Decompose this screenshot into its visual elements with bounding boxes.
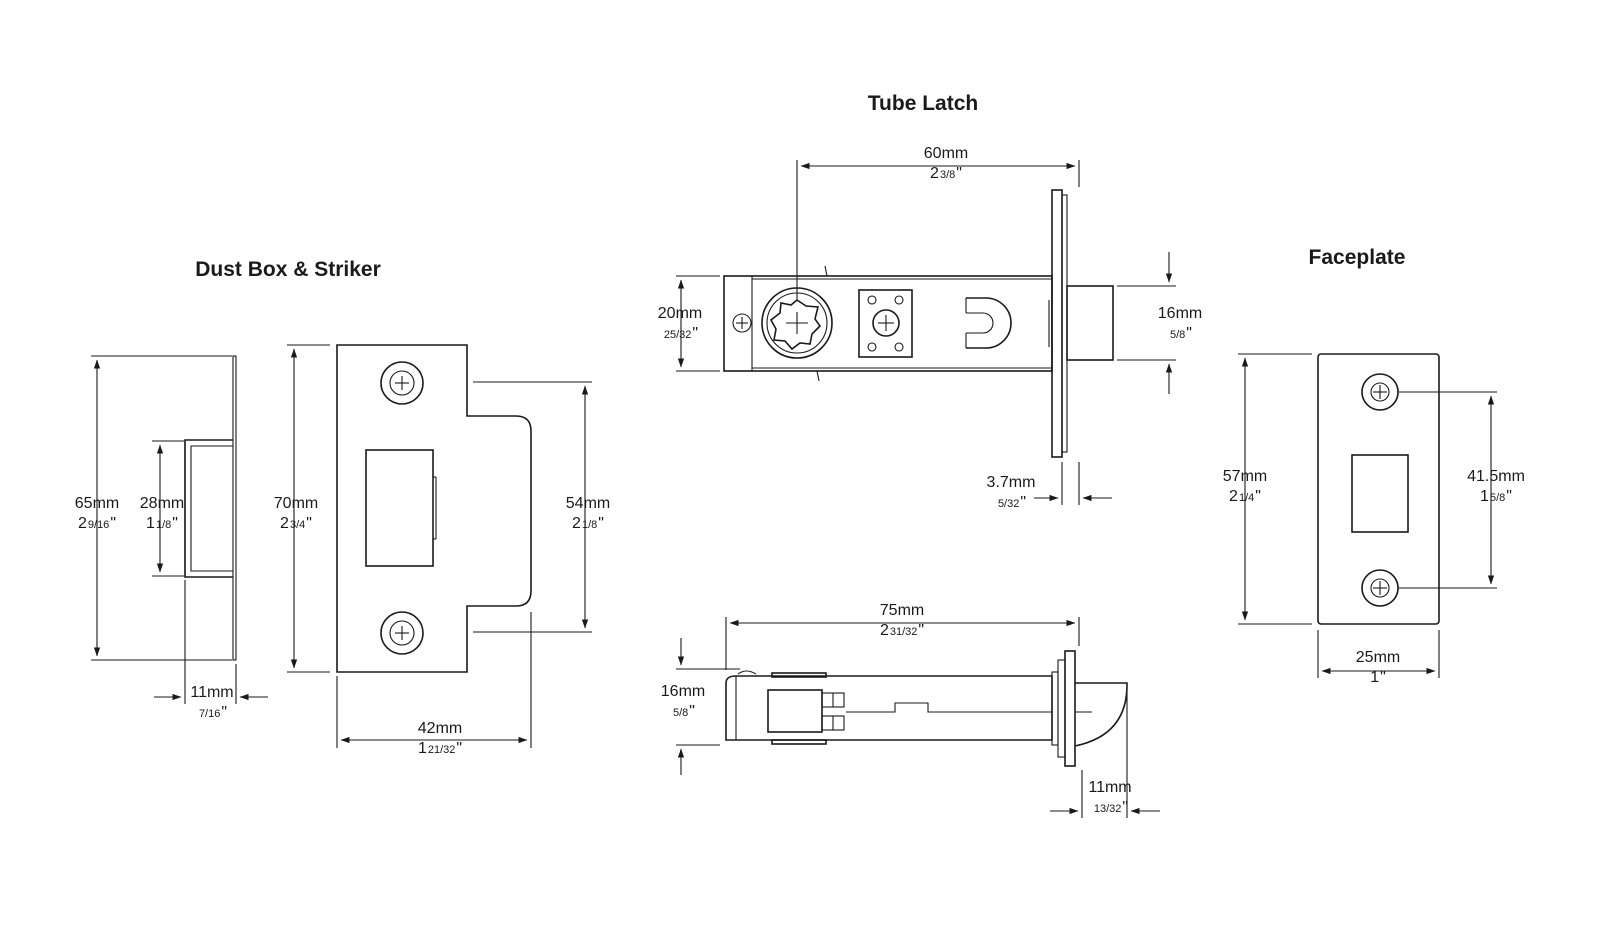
dim-label-mm: 41.5mm (1467, 468, 1525, 485)
dim-dust-box-height (91, 355, 232, 661)
dim-label-inch: 23/8" (930, 165, 962, 182)
dim-label-mm: 65mm (75, 495, 119, 512)
dim-label-mm: 3.7mm (987, 474, 1036, 491)
faceplate (1317, 353, 1440, 625)
dim-tube-latch-body (676, 275, 720, 372)
dim-label-mm: 75mm (880, 602, 924, 619)
dim-label-inch: 15/8" (1480, 488, 1512, 505)
dim-label-mm: 42mm (418, 720, 462, 737)
dim-faceplate-height (1238, 353, 1312, 625)
dim-tube-latch-length (725, 617, 1080, 670)
dim-tube-latch-plate (1034, 462, 1112, 505)
dim-label-mm: 16mm (1158, 305, 1202, 322)
dim-label-mm: 20mm (658, 305, 702, 322)
dimension-labels: 65mm 29/16" 28mm 11/8" 11mm 7/16" 70mm 23/4" 54m… (75, 145, 1525, 816)
dim-label-inch: 5/32" (998, 494, 1026, 511)
title-tube-latch: Tube Latch (868, 92, 978, 115)
dim-label-inch: 231/32" (880, 622, 924, 639)
dim-tube-latch-side-height (676, 638, 740, 775)
dim-label-inch: 21/4" (1229, 488, 1261, 505)
tube-latch-top-view (723, 189, 1114, 458)
dim-dust-box-depth (152, 440, 184, 577)
dim-label-inch: 11/8" (146, 515, 178, 532)
screw-icon (732, 313, 752, 333)
dim-label-inch: 23/4" (280, 515, 312, 532)
dim-label-inch: 29/16" (78, 515, 116, 532)
dim-faceplate-centres (1398, 391, 1497, 589)
dim-label-inch: 13/32" (1094, 799, 1128, 816)
title-dust-box-striker: Dust Box & Striker (195, 258, 381, 281)
dim-label-mm: 54mm (566, 495, 610, 512)
dim-label-mm: 28mm (140, 495, 184, 512)
dim-label-mm: 25mm (1356, 649, 1400, 666)
dim-striker-inner (473, 381, 592, 633)
striker-plate (336, 344, 532, 673)
screw-icon (1361, 373, 1399, 411)
dim-label-inch: 25/32" (664, 325, 698, 342)
dim-label-mm: 16mm (661, 683, 705, 700)
dim-label-mm: 60mm (924, 145, 968, 162)
dust-box-profile (184, 355, 237, 661)
screw-icon (1361, 569, 1399, 607)
screw-icon (380, 361, 424, 405)
follower-icon (867, 295, 904, 352)
dim-tube-latch-backset (796, 160, 1080, 300)
dim-label-inch: 1" (1370, 669, 1386, 686)
dim-label-mm: 70mm (274, 495, 318, 512)
dim-label-mm: 57mm (1223, 468, 1267, 485)
dim-tube-latch-bolt (1117, 252, 1176, 394)
dim-striker-height (287, 344, 330, 673)
dim-tube-latch-throw (1050, 690, 1160, 818)
dim-striker-width (336, 612, 532, 748)
screw-icon (380, 611, 424, 655)
dim-dust-box-flange (154, 580, 268, 704)
dim-label-inch: 7/16" (199, 704, 227, 721)
dim-label-mm: 11mm (190, 684, 233, 701)
dim-label-inch: 121/32" (418, 740, 462, 757)
dim-label-mm: 11mm (1088, 779, 1131, 796)
title-faceplate: Faceplate (1309, 246, 1406, 269)
dim-faceplate-width (1317, 630, 1440, 678)
dim-label-inch: 5/8" (1170, 325, 1192, 342)
dim-label-inch: 5/8" (673, 703, 695, 720)
dim-label-inch: 21/8" (572, 515, 604, 532)
tube-latch-side-view (725, 650, 1128, 767)
